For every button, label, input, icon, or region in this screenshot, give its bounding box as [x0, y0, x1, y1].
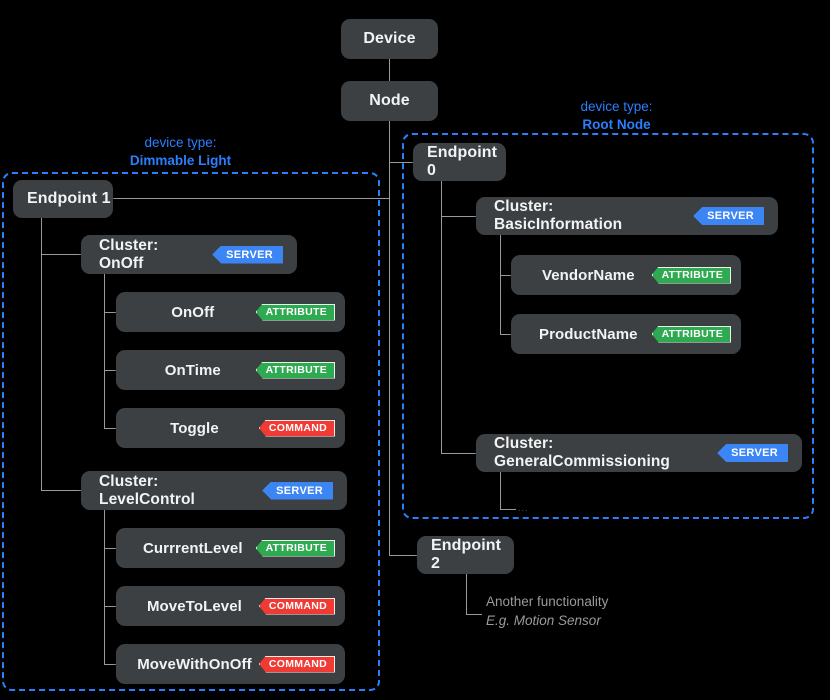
badge-command: COMMAND [258, 419, 335, 437]
device-type-label-dimmable-light: device type: Dimmable Light [104, 134, 257, 170]
connector-endpoint1-to-cluster-onoff [41, 254, 81, 255]
node-attribute-ontime[interactable]: OnTime ATTRIBUTE [116, 350, 345, 390]
connector-trunk-to-endpoint2 [389, 555, 417, 556]
connector-cluster-generalcommissioning-trunk [500, 472, 501, 509]
node-device[interactable]: Device [341, 19, 438, 59]
device-type-caption: device type: [580, 99, 653, 114]
connector-trunk-to-endpoint0 [389, 162, 413, 163]
node-cluster-onoff-label: Cluster: OnOff [99, 236, 159, 272]
device-type-caption: device type: [144, 135, 217, 150]
connector-endpoint0-to-cluster-basicinformation [441, 216, 476, 217]
connector-endpoint2-to-note [466, 614, 482, 615]
node-attribute-ontime-label: OnTime [164, 361, 221, 379]
node-endpoint-1-label: Endpoint 1 [27, 190, 111, 207]
device-type-group-root-node [402, 133, 814, 519]
node-cluster-generalcommissioning-label: Cluster: GeneralCommissioning [494, 435, 670, 470]
node-command-toggle[interactable]: Toggle COMMAND [116, 408, 345, 448]
node-attribute-onoff[interactable]: OnOff ATTRIBUTE [116, 292, 345, 332]
node-cluster-onoff[interactable]: Cluster: OnOff SERVER [81, 235, 297, 274]
node-attribute-vendorname-label: VendorName [541, 266, 635, 284]
connector-endpoint0-to-cluster-generalcommissioning [441, 453, 476, 454]
badge-attribute: ATTRIBUTE [255, 303, 335, 321]
device-type-name: Dimmable Light [129, 153, 232, 168]
device-type-label-root-node: device type: Root Node [540, 98, 693, 134]
connector-cluster-onoff-to-onoff [104, 312, 117, 313]
badge-attribute: ATTRIBUTE [651, 266, 731, 284]
endpoint2-note: Another functionality E.g. Motion Sensor [486, 592, 608, 630]
device-type-name: Root Node [582, 117, 651, 132]
connector-cluster-onoff-trunk [104, 274, 105, 428]
badge-server: SERVER [717, 444, 788, 462]
node-cluster-generalcommissioning[interactable]: Cluster: GeneralCommissioning SERVER [476, 434, 802, 472]
node-endpoint-0-label: Endpoint 0 [427, 144, 498, 179]
node-command-toggle-label: Toggle [170, 419, 219, 437]
node-cluster-basicinformation-label: Cluster: BasicInformation [494, 198, 623, 233]
badge-server: SERVER [212, 245, 283, 264]
node-command-movewithonoff[interactable]: MoveWithOnOff COMMAND [116, 644, 345, 684]
node-cluster-levelcontrol[interactable]: Cluster: LevelControl SERVER [81, 471, 347, 510]
connector-cluster-levelcontrol-to-movetolevel [104, 606, 117, 607]
badge-attribute: ATTRIBUTE [651, 325, 731, 343]
node-attribute-productname-label: ProductName [538, 325, 638, 343]
node-attribute-onoff-label: OnOff [171, 303, 215, 321]
connector-cluster-onoff-to-ontime [104, 370, 117, 371]
connector-endpoint0-trunk [441, 181, 442, 453]
node-attribute-vendorname[interactable]: VendorName ATTRIBUTE [511, 255, 741, 295]
connector-endpoint1-to-cluster-levelcontrol [41, 490, 81, 491]
node-cluster-levelcontrol-label: Cluster: LevelControl [99, 472, 195, 508]
node-endpoint-2[interactable]: Endpoint 2 [417, 536, 514, 574]
node-command-movetolevel-label: MoveToLevel [146, 597, 242, 615]
connector-endpoint2-trunk [466, 574, 467, 614]
badge-server: SERVER [693, 207, 764, 225]
node-attribute-currentlevel[interactable]: CurrrentLevel ATTRIBUTE [116, 528, 345, 568]
connector-cluster-levelcontrol-to-currentlevel [104, 548, 117, 549]
connector-cluster-onoff-to-toggle [104, 428, 117, 429]
node-command-movewithonoff-label: MoveWithOnOff [137, 655, 252, 673]
node-endpoint-1[interactable]: Endpoint 1 [13, 180, 113, 218]
endpoint2-note-line2: E.g. Motion Sensor [486, 613, 601, 628]
connector-trunk-main [389, 121, 390, 555]
endpoint2-note-line1: Another functionality [486, 594, 609, 609]
node-node[interactable]: Node [341, 81, 438, 121]
connector-endpoint1-trunk [41, 218, 42, 490]
device-type-group-dimmable-light [2, 172, 380, 691]
connector-cluster-levelcontrol-trunk [104, 510, 105, 664]
node-device-label: Device [363, 30, 416, 47]
connector-cluster-basicinformation-to-vendorname [500, 275, 512, 276]
connector-device-to-node [389, 59, 390, 81]
connector-trunk-to-endpoint1 [113, 198, 390, 199]
connector-cluster-basicinformation-trunk [500, 235, 501, 334]
node-command-movetolevel[interactable]: MoveToLevel COMMAND [116, 586, 345, 626]
node-attribute-currentlevel-label: CurrrentLevel [142, 539, 243, 557]
badge-server: SERVER [262, 481, 333, 500]
node-endpoint-0[interactable]: Endpoint 0 [413, 143, 506, 181]
badge-attribute: ATTRIBUTE [255, 361, 335, 379]
connector-cluster-basicinformation-to-productname [500, 334, 512, 335]
connector-cluster-levelcontrol-to-movewithonoff [104, 664, 117, 665]
node-cluster-basicinformation[interactable]: Cluster: BasicInformation SERVER [476, 197, 778, 235]
badge-attribute: ATTRIBUTE [255, 539, 335, 557]
badge-command: COMMAND [258, 597, 335, 615]
node-attribute-productname[interactable]: ProductName ATTRIBUTE [511, 314, 741, 354]
connector-cluster-generalcommissioning-to-more [500, 509, 516, 510]
cluster-generalcommissioning-more: ... [518, 503, 529, 513]
node-node-label: Node [369, 92, 410, 109]
badge-command: COMMAND [258, 655, 335, 673]
node-endpoint-2-label: Endpoint 2 [431, 537, 502, 572]
